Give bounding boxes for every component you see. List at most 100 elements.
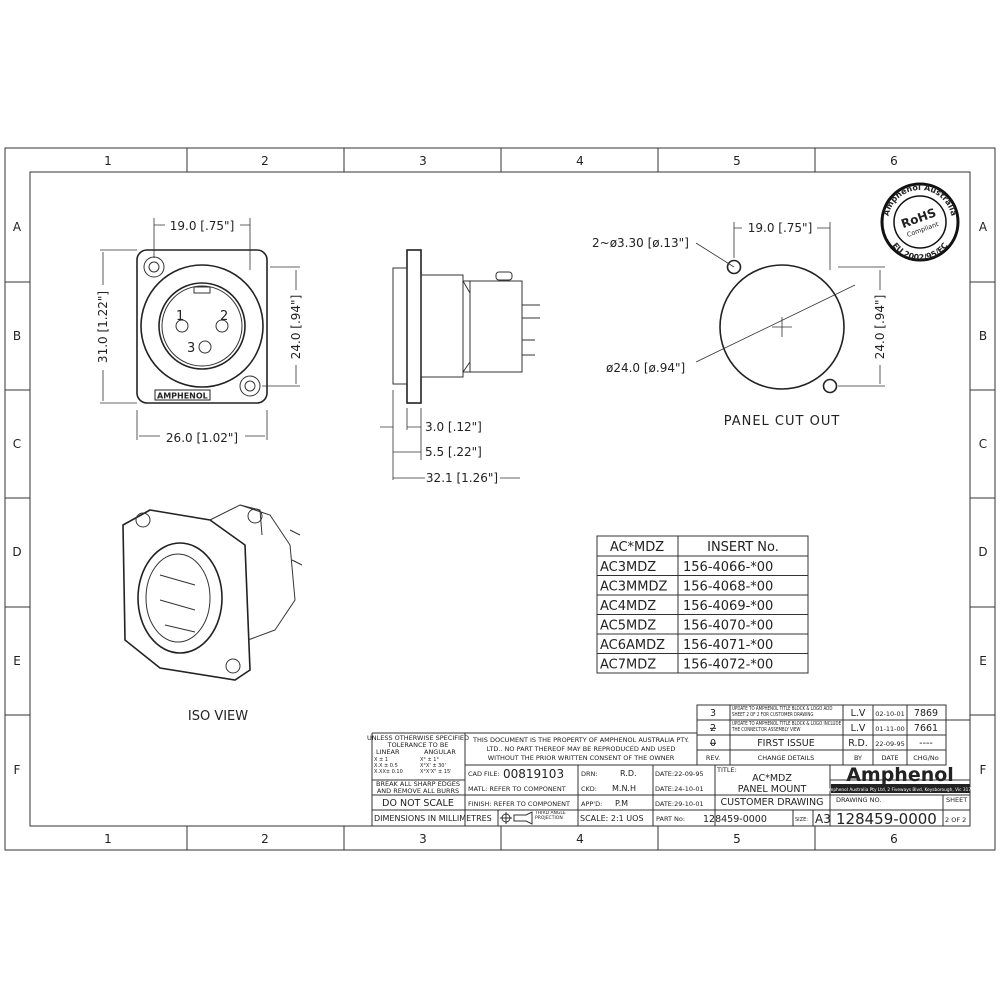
material: MATL: REFER TO COMPONENT <box>468 785 566 793</box>
dim-top: 19.0 [.75"] <box>170 219 235 233</box>
table-cell: 156-4070-*00 <box>683 619 773 634</box>
third-angle-projection-icon <box>500 811 533 825</box>
row-label: E <box>13 654 21 668</box>
iso-label: ISO VIEW <box>188 709 248 724</box>
rev-header: DATE <box>882 754 899 762</box>
property-text: THIS DOCUMENT IS THE PROPERTY OF AMPHENO… <box>472 736 689 744</box>
dim-length: 32.1 [1.26"] <box>426 471 498 485</box>
table-cell: AC4MDZ <box>600 599 656 614</box>
panel-cutout: 19.0 [.75"] 2~ø3.30 [ø.13"] ø24.0 [ø.94"… <box>592 220 887 429</box>
tol-linear: LINEAR <box>376 748 400 756</box>
rev-date: 01-11-00 <box>875 725 905 733</box>
title-block: UNLESS OTHERWISE SPECIFIED TOLERANCE TO … <box>367 732 974 828</box>
table-cell: AC5MDZ <box>600 619 656 634</box>
diameter-callout: ø24.0 [ø.94"] <box>606 361 685 375</box>
iso-view: ISO VIEW <box>122 504 303 724</box>
sheet-label: SHEET <box>946 796 967 804</box>
approved-by: P.M <box>615 799 628 808</box>
dim-left: 31.0 [1.22"] <box>96 291 110 363</box>
sheet-number: 2 OF 2 <box>945 816 966 824</box>
rev-chg: 7869 <box>914 708 938 719</box>
dim-flange: 3.0 [.12"] <box>425 420 482 434</box>
tol-lin: X ± 1 <box>374 757 388 763</box>
tol-text: TOLERANCE TO BE <box>387 741 449 749</box>
part-label: PART No: <box>656 815 685 823</box>
table-cell: AC6AMDZ <box>600 638 665 653</box>
pin-label: 2 <box>220 309 228 324</box>
drawing-no-label: DRAWING NO. <box>836 796 881 804</box>
rohs-logo: Amphenol Australia EU 2002/95/EC RoHS Co… <box>880 182 960 262</box>
pin-label: 1 <box>176 309 184 324</box>
col-label: 6 <box>890 154 898 168</box>
tol-lin: X.X ± 0.5 <box>374 763 398 769</box>
col-label: 2 <box>261 154 269 168</box>
finish: FINISH: REFER TO COMPONENT <box>468 800 570 808</box>
drn-label: DRN: <box>581 770 598 778</box>
rev-number: 3 <box>710 708 716 719</box>
col-label: 5 <box>733 154 741 168</box>
property-text: LTD.. NO PART THEREOF MAY BE REPRODUCED … <box>487 745 676 753</box>
tol-angular: ANGULAR <box>424 748 456 756</box>
tol-ang: X° ± 1° <box>420 757 439 763</box>
scale: SCALE: 2:1 UOS <box>580 814 644 823</box>
holes-callout: 2~ø3.30 [ø.13"] <box>592 236 689 250</box>
sheet-size: A3 <box>815 812 831 826</box>
row-label: A <box>979 220 988 234</box>
checked-by: M.N.H <box>612 784 636 793</box>
rev-header: CHANGE DETAILS <box>758 754 815 762</box>
rev-header: CHG/No <box>913 754 939 762</box>
tol-text: UNLESS OTHERWISE SPECIFIED <box>367 734 469 742</box>
dimensions-unit: DIMENSIONS IN MILLIMETRES <box>374 814 492 823</box>
rev-details: UPDATE TO AMPHENOL TITLE BLOCK & LOGO AD… <box>732 706 833 718</box>
ckd-label: CKD: <box>581 785 597 793</box>
drawing-number: 128459-0000 <box>836 810 937 828</box>
property-text: WITHOUT THE PRIOR WRITTEN CONSENT OF THE… <box>488 754 675 762</box>
rev-details: UPDATE TO AMPHENOL TITLE BLOCK & LOGO IN… <box>732 721 842 733</box>
col-label: 6 <box>890 832 898 846</box>
row-label: F <box>14 763 21 777</box>
cutout-dim-top: 19.0 [.75"] <box>748 221 813 235</box>
drawing-title: PANEL MOUNT <box>738 784 807 795</box>
outer-border <box>4 147 996 851</box>
row-label: B <box>979 329 987 343</box>
rev-by: R.D. <box>848 738 868 749</box>
table-cell: AC3MMDZ <box>600 580 667 595</box>
rev-header: REV. <box>706 754 720 762</box>
rev-chg: ---- <box>919 738 933 749</box>
row-label: C <box>979 437 987 451</box>
zone-dividers <box>5 148 995 850</box>
col-label: 4 <box>576 154 584 168</box>
front-view: 1 2 3 AMPHENOL 19.0 [.75"] 26.0 [1.02"] … <box>96 217 303 445</box>
col-label: 5 <box>733 832 741 846</box>
size-label: SIZE: <box>795 817 808 823</box>
rev-date: 02-10-01 <box>875 710 905 718</box>
cutout-label: PANEL CUT OUT <box>724 414 841 429</box>
table-cell: AC3MDZ <box>600 560 656 575</box>
date-approved: DATE:29-10-01 <box>655 800 704 808</box>
col-label: 3 <box>419 154 427 168</box>
table-cell: 156-4071-*00 <box>683 638 773 653</box>
edges-text: AND REMOVE ALL BURRS <box>377 787 459 795</box>
title-label: TITLE: <box>716 766 737 774</box>
drawn-by: R.D. <box>620 769 637 778</box>
table-cell: AC7MDZ <box>600 658 656 673</box>
rev-by: L.V <box>851 708 866 719</box>
cad-label: CAD FILE: <box>468 770 500 778</box>
table-header: INSERT No. <box>707 540 779 555</box>
do-not-scale: DO NOT SCALE <box>382 798 454 809</box>
tol-ang: X°X'X" ± 15' <box>420 769 452 775</box>
tol-lin: X.XX± 0.10 <box>374 769 403 775</box>
row-label: A <box>13 220 22 234</box>
row-label: B <box>13 329 21 343</box>
col-label: 1 <box>104 154 112 168</box>
brand-plate: AMPHENOL <box>157 392 208 401</box>
table-header: AC*MDZ <box>610 540 664 555</box>
col-label: 1 <box>104 832 112 846</box>
row-label: F <box>980 763 987 777</box>
row-label: C <box>13 437 21 451</box>
row-label: E <box>979 654 987 668</box>
dim-right: 24.0 [.94"] <box>289 295 303 360</box>
tol-ang: X°X' ± 30' <box>420 763 446 769</box>
